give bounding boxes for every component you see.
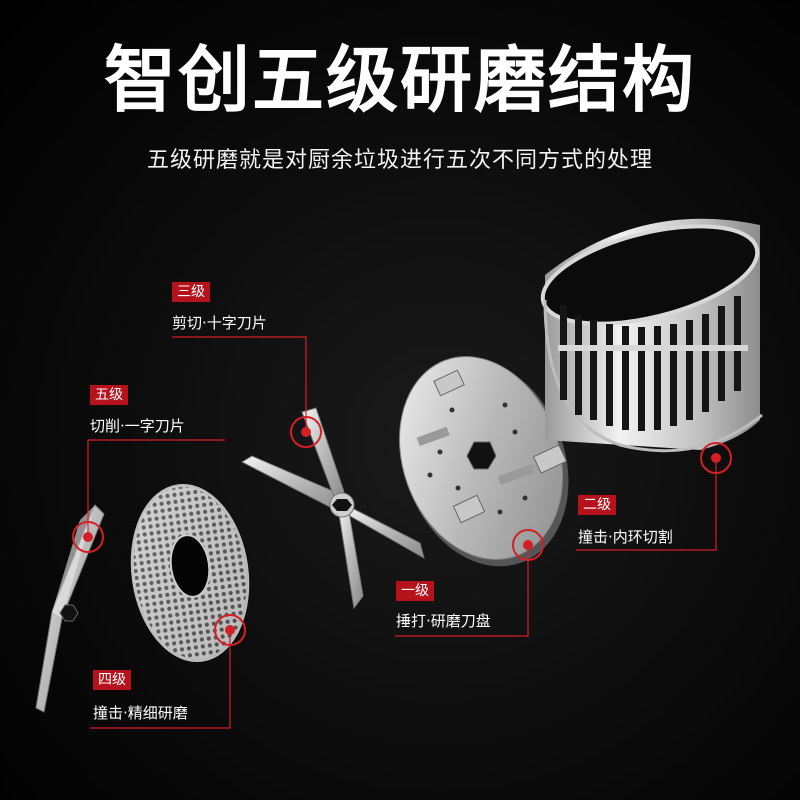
stage-3-level-tag: 三级 [172,282,210,302]
stage-5-description: 切削·一字刀片 [90,417,185,435]
cross-blade-part [240,407,425,610]
stage-3-description: 剪切·十字刀片 [172,314,267,332]
stage-2-level-tag: 二级 [578,495,616,515]
mesh-disc-part [130,483,250,663]
callout-lines [87,336,717,729]
poster-subtitle: 五级研磨就是对厨余垃圾进行五次不同方式的处理 [146,148,653,173]
poster-title: 智创五级研磨结构 [103,38,696,122]
marker-stage-2 [700,442,732,474]
grinding-plate-part [399,356,569,567]
stage-5-level-tag: 五级 [90,385,128,405]
stage-1-level-tag: 一级 [396,581,434,601]
straight-blade-part [35,504,105,713]
stage-4-level-tag: 四级 [93,670,131,690]
marker-stage-5 [72,521,104,553]
stage-2-description: 撞击·内环切割 [578,528,673,546]
stage-1-description: 捶打·研磨刀盘 [396,612,491,630]
marker-stage-3 [290,416,322,448]
stage-4-description: 撞击·精细研磨 [93,704,188,722]
callout-markers [72,416,732,646]
inner-ring-part [540,218,763,453]
marker-stage-1 [512,529,544,561]
marker-stage-4 [214,614,246,646]
